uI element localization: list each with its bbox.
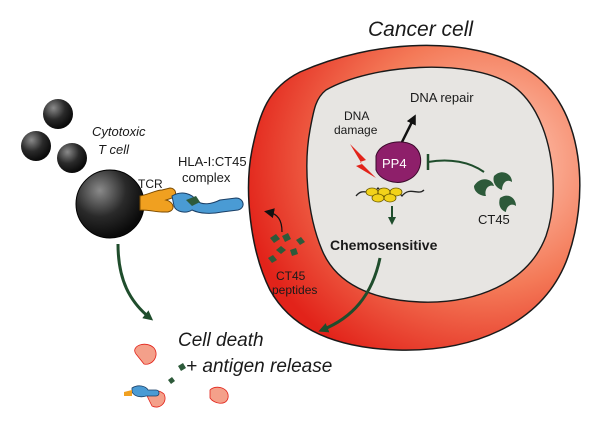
tcr-receptor [139, 187, 177, 213]
peptide-6 [296, 237, 305, 245]
ct45-nuclear [474, 172, 516, 212]
peptide-4 [290, 248, 298, 256]
t-cell-cluster [21, 99, 145, 239]
dna-repair-label: DNA repair [410, 90, 474, 105]
peptide-5 [268, 255, 277, 263]
lightning-icon [350, 144, 376, 178]
ct45-peptides [268, 233, 305, 263]
dna-repair-arrow [400, 114, 416, 143]
debris-tcr [124, 390, 132, 396]
histone-5 [383, 193, 397, 203]
ct45-nuclear-label: CT45 [478, 212, 510, 227]
cancer-cell-title: Cancer cell [368, 18, 474, 41]
chemosensitive-label: Chemosensitive [330, 237, 438, 253]
small-sphere-right [57, 143, 87, 173]
nucleosome-dna [355, 186, 425, 203]
cytotoxic-t-cell [75, 169, 145, 239]
pp4-enzyme [375, 141, 422, 183]
outcome-line2: + antigen release [186, 356, 332, 377]
cell-debris [124, 343, 229, 408]
ct45-shape-3 [499, 195, 516, 212]
pp4-label: PP4 [382, 156, 407, 171]
peptides-label-line2: peptides [272, 283, 317, 297]
dna-damage-label-line2: damage [334, 123, 378, 137]
peptide-3 [276, 246, 286, 254]
hla-ct45-complex [171, 192, 244, 214]
nucleus [306, 66, 554, 303]
t-cell-label-line2: T cell [98, 142, 130, 157]
t-cell-label-line1: Cytotoxic [92, 124, 146, 139]
ct45-inhibition-line [427, 159, 485, 173]
debris-5 [168, 377, 175, 384]
chemo-to-death-arrow [318, 257, 382, 333]
ct45-shape-2 [493, 172, 512, 190]
debris-1 [134, 343, 157, 365]
complex-label-line2: complex [182, 170, 231, 185]
outcome-line1: Cell death [178, 330, 264, 351]
complex-label-line1: HLA-I:CT45 [178, 154, 247, 169]
debris-hla [131, 385, 160, 398]
small-sphere-left [21, 131, 51, 161]
debris-3 [209, 386, 229, 404]
debris-4 [178, 363, 186, 371]
peptide-export-arrow [264, 208, 283, 233]
ct45-shape-1 [474, 179, 494, 196]
peptides-label-line1: CT45 [276, 269, 306, 283]
peptide-2 [282, 233, 291, 242]
histone-3 [389, 187, 403, 197]
tcell-to-death-arrow [116, 243, 154, 321]
dna-damage-label-line1: DNA [344, 109, 369, 123]
tcr-label: TCR [138, 177, 163, 191]
peptide-1 [270, 234, 280, 243]
small-sphere-top [43, 99, 73, 129]
histone-4 [371, 193, 385, 203]
